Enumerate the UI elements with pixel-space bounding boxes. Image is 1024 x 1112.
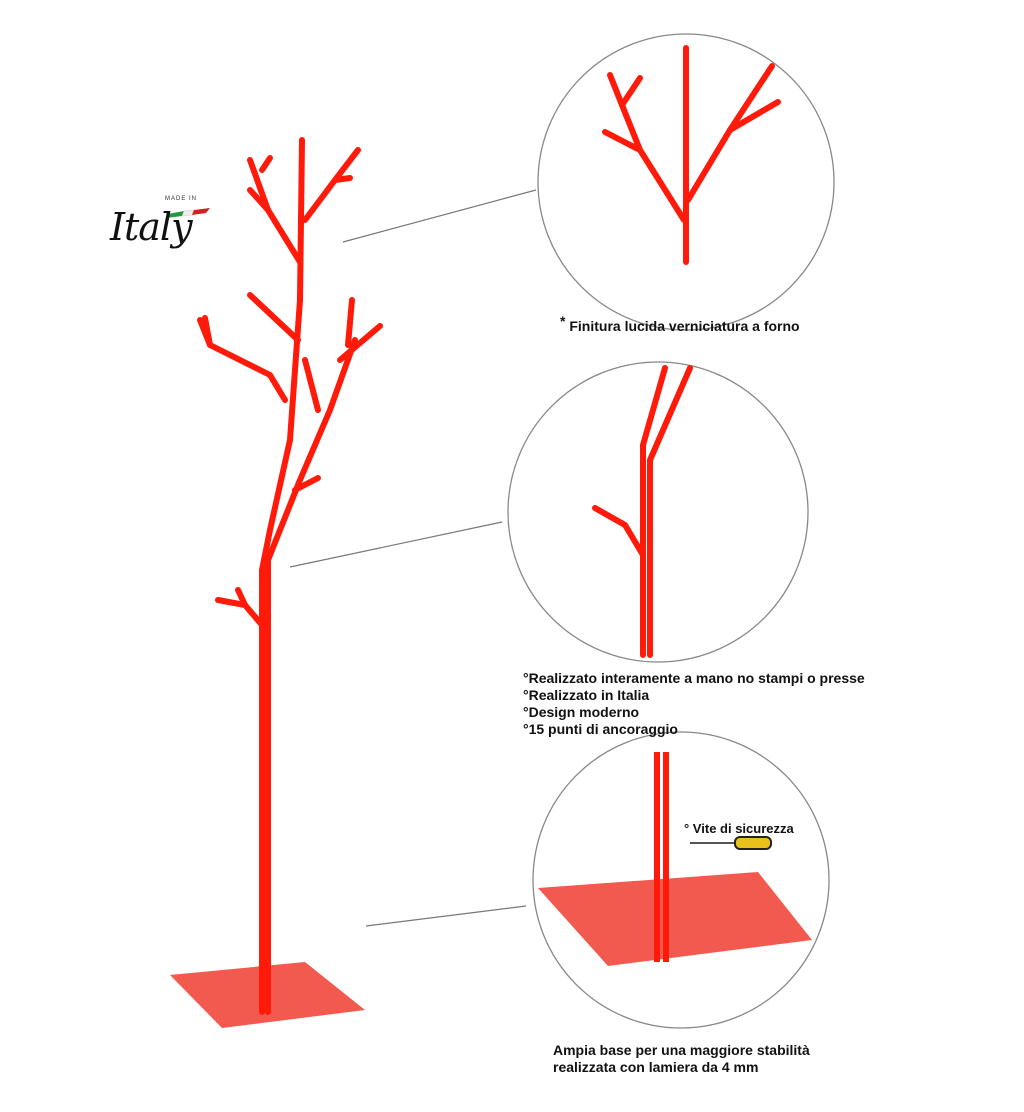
coat-tree: [170, 137, 383, 1028]
base-caption-line: Ampia base per una maggiore stabilità: [553, 1042, 810, 1058]
feature-item: °Design moderno: [523, 704, 640, 720]
italy-flag-swoosh: [166, 208, 210, 218]
detail-branches-middle: [592, 365, 693, 658]
leader-line-bottom: [365, 905, 527, 927]
detail-branches-top: [602, 45, 781, 265]
logo-italy: Italy: [110, 205, 193, 249]
features-list: °Realizzato interamente a mano no stampi…: [523, 670, 865, 738]
detail-circle-middle: [507, 361, 809, 663]
detail-circle-bottom: [532, 731, 830, 1029]
base-caption: Ampia base per una maggiore stabilità re…: [553, 1042, 810, 1076]
detail-base: [538, 752, 812, 966]
finish-text: Finitura lucida verniciatura a forno: [569, 318, 800, 334]
leader-line-top: [342, 189, 537, 243]
logo-made-in: MADE IN: [165, 196, 198, 202]
asterisk: *: [560, 313, 566, 329]
feature-item: °15 punti di ancoraggio: [523, 721, 678, 737]
base-caption-line: realizzata con lamiera da 4 mm: [553, 1059, 759, 1075]
detail-circle-top: [537, 33, 835, 331]
feature-item: °Realizzato interamente a mano no stampi…: [523, 670, 865, 686]
feature-item: °Realizzato in Italia: [523, 687, 650, 703]
finish-caption: * Finitura lucida verniciatura a forno: [560, 313, 800, 335]
leader-line-middle: [289, 521, 503, 568]
screw-caption: ° Vite di sicurezza: [684, 821, 794, 836]
screwdriver-icon: [690, 836, 772, 850]
leader-lines: [289, 189, 537, 927]
